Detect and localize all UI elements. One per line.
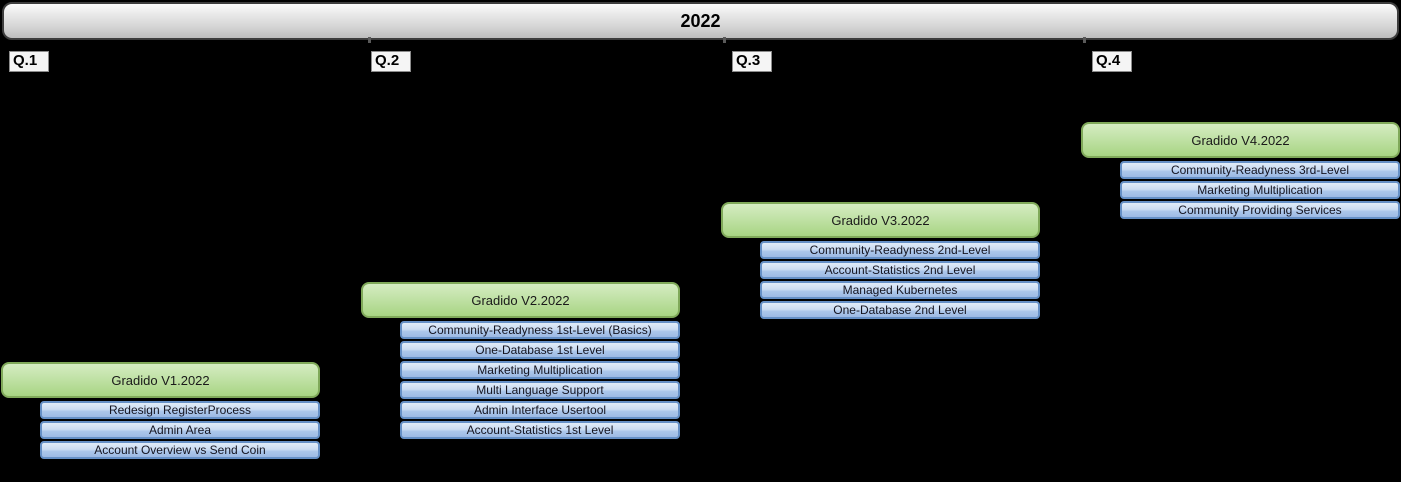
- roadmap-item: One-Database 2nd Level: [760, 301, 1040, 319]
- roadmap-item: Community Providing Services: [1120, 201, 1400, 219]
- release-box-v1-2022: Gradido V1.2022: [1, 362, 320, 398]
- roadmap-item: Managed Kubernetes: [760, 281, 1040, 299]
- quarter-label-q3: Q.3: [732, 51, 773, 72]
- roadmap-item: Admin Interface Usertool: [400, 401, 680, 419]
- quarter-label-q2: Q.2: [371, 51, 412, 72]
- roadmap-item: Marketing Multiplication: [1120, 181, 1400, 199]
- year-header-bar: 2022: [2, 2, 1399, 40]
- roadmap-item: Account Overview vs Send Coin: [40, 441, 320, 459]
- roadmap-item: Account-Statistics 1st Level: [400, 421, 680, 439]
- quarter-tick: [368, 37, 371, 43]
- roadmap-item: Marketing Multiplication: [400, 361, 680, 379]
- release-box-v4-2022: Gradido V4.2022: [1081, 122, 1400, 158]
- roadmap-item: Multi Language Support: [400, 381, 680, 399]
- year-title: 2022: [680, 10, 721, 31]
- roadmap-item: Admin Area: [40, 421, 320, 439]
- release-box-v3-2022: Gradido V3.2022: [721, 202, 1040, 238]
- roadmap-item: Community-Readyness 3rd-Level: [1120, 161, 1400, 179]
- roadmap-item: Redesign RegisterProcess: [40, 401, 320, 419]
- roadmap-item: Account-Statistics 2nd Level: [760, 261, 1040, 279]
- roadmap-item: One-Database 1st Level: [400, 341, 680, 359]
- roadmap-item: Community-Readyness 1st-Level (Basics): [400, 321, 680, 339]
- roadmap-item: Community-Readyness 2nd-Level: [760, 241, 1040, 259]
- quarter-label-q1: Q.1: [9, 51, 50, 72]
- quarter-tick: [723, 37, 726, 43]
- release-box-v2-2022: Gradido V2.2022: [361, 282, 680, 318]
- quarter-label-q4: Q.4: [1092, 51, 1133, 72]
- quarter-tick: [1083, 37, 1086, 43]
